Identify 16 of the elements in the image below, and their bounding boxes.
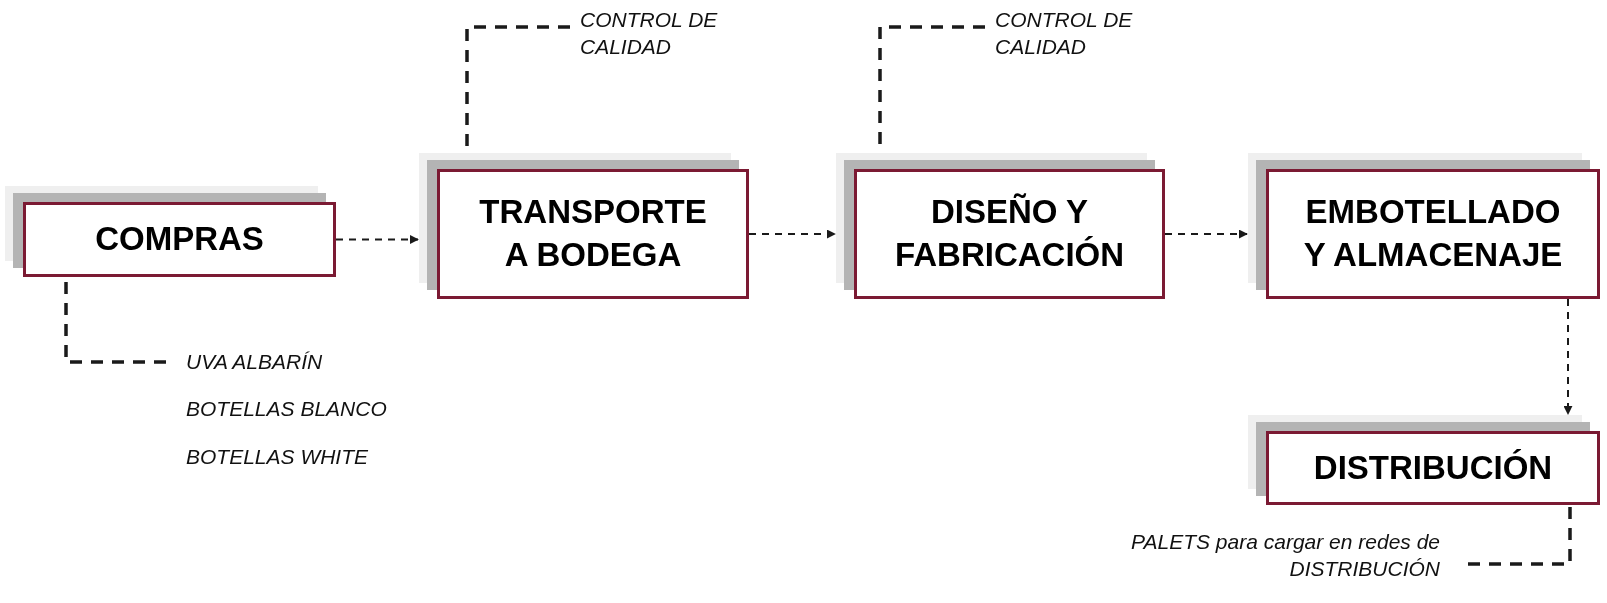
arrow [1563,298,1573,415]
note-text: CONTROL DE CALIDAD [995,7,1134,61]
note-text: BOTELLAS WHITE [186,443,370,470]
note-text: CONTROL DE CALIDAD [580,7,719,61]
note-text: BOTELLAS BLANCO [186,396,388,423]
arrow [748,229,836,239]
leader-line [1468,505,1572,566]
step-title: COMPRAS [95,219,264,260]
arrow [1164,229,1248,239]
step-title: DISEÑO Y FABRICACIÓN [893,192,1126,275]
arrow [335,235,419,244]
step-title: DISTRIBUCIÓN [1313,447,1553,488]
note-text: UVA ALBARÍN [186,349,324,375]
step-title: TRANSPORTE A BODEGA [478,192,708,275]
step-title: EMBOTELLADO Y ALMACENAJE [1302,192,1564,275]
note-text: PALETS para cargar en redes de DISTRIBUCIÓN [1130,529,1440,583]
